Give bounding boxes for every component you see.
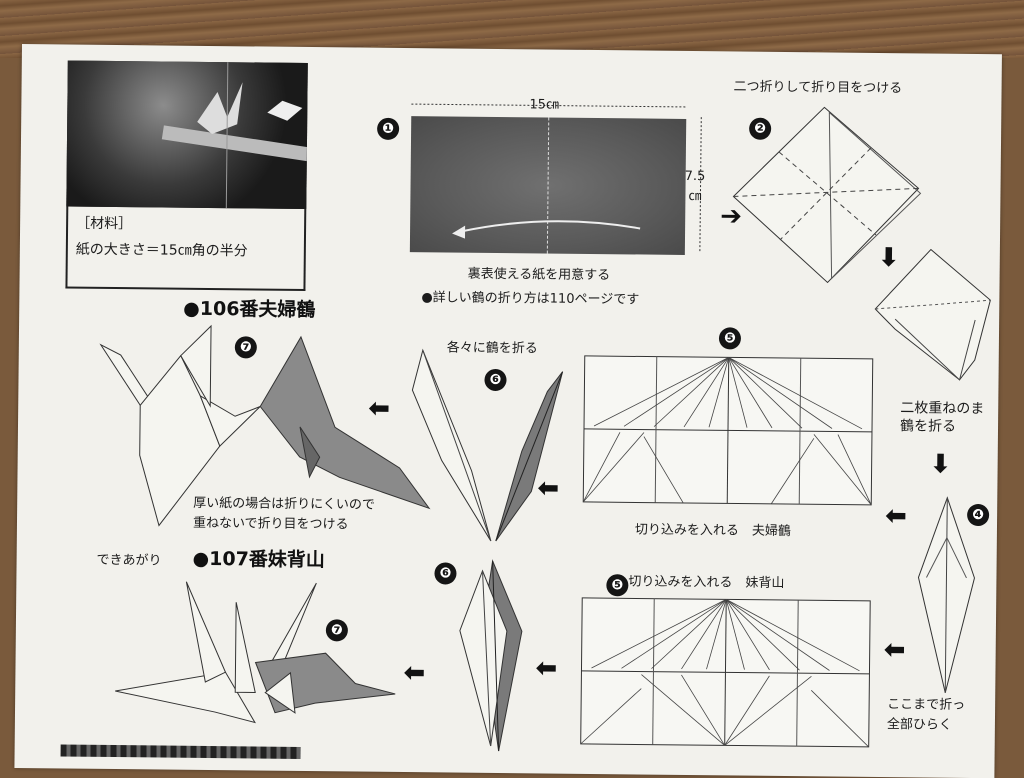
crane106-note-line1: 厚い紙の場合は折りにくいので — [193, 495, 376, 513]
left-arrow-icon: ⬅ — [368, 393, 391, 424]
step4-caption-line2: 全部ひらく — [886, 717, 953, 733]
crane107-step6-diagram — [459, 559, 523, 752]
left-arrow-icon: ⬅ — [403, 658, 426, 689]
crane107-finished-cranes — [115, 581, 396, 724]
step3-caption-line2: 鶴を折る — [899, 418, 957, 435]
step1-caption: 裏表使える紙を用意する — [467, 266, 611, 284]
right-arrow-icon: ➔ — [720, 201, 743, 232]
step1-note: ●詳しい鶴の折り方は110ページです — [421, 290, 640, 308]
crane106-step6-diagram — [411, 348, 564, 542]
crane106-step5-number: ❺ — [718, 327, 742, 350]
crane106-step5-diagram — [582, 355, 874, 506]
left-arrow-icon: ⬅ — [537, 473, 560, 504]
step3-folded-diagram — [874, 248, 991, 381]
step1-height-unit: ㎝ — [688, 188, 702, 205]
step4-kite-diagram — [917, 496, 975, 693]
crane107-step5-caption: 切り込みを入れる 妹背山 — [628, 574, 785, 592]
crane106-step5-caption: 切り込みを入れる 夫婦鶴 — [634, 522, 792, 540]
materials-box: ［材料］ 紙の大きさ＝15㎝角の半分 — [65, 206, 307, 291]
crane-photo — [66, 60, 308, 209]
step1-paper-rectangle — [409, 116, 687, 255]
width-dimension-line — [411, 103, 687, 108]
step1-width-label: 15㎝ — [529, 97, 560, 113]
instruction-sheet: ［材料］ 紙の大きさ＝15㎝角の半分 ❶ 15㎝ 7.5 ㎝ 裏表使える紙を用意… — [14, 44, 1002, 778]
materials-size: 紙の大きさ＝15㎝角の半分 — [75, 241, 248, 260]
step1-number: ❶ — [377, 117, 400, 140]
bottom-image-strip — [60, 744, 301, 759]
left-arrow-icon: ⬅ — [883, 635, 906, 666]
step4-caption-line1: ここまで折っ — [887, 697, 966, 713]
left-arrow-icon: ⬅ — [535, 653, 558, 684]
crane106-finished-cranes — [99, 324, 431, 527]
step2-caption: 二つ折りして折り目をつける — [733, 79, 903, 97]
fold-arrow — [452, 220, 641, 239]
left-arrow-icon: ⬅ — [884, 501, 908, 532]
down-arrow-icon: ⬇ — [929, 449, 952, 480]
crane107-step5-diagram — [580, 597, 871, 748]
crane106-note-line2: 重ねないで折り目をつける — [192, 515, 349, 533]
photo-crane-silhouettes — [197, 62, 303, 209]
crane107-finished-label: できあがり — [96, 552, 162, 569]
step2-diamond-diagram — [732, 106, 922, 284]
crane107-title: ●107番妹背山 — [192, 547, 325, 572]
height-dimension-line — [699, 117, 702, 254]
materials-label: ［材料］ — [76, 215, 133, 233]
crane107-step5-number: ❺ — [606, 574, 629, 597]
step1-height-label: 7.5 — [684, 168, 706, 185]
